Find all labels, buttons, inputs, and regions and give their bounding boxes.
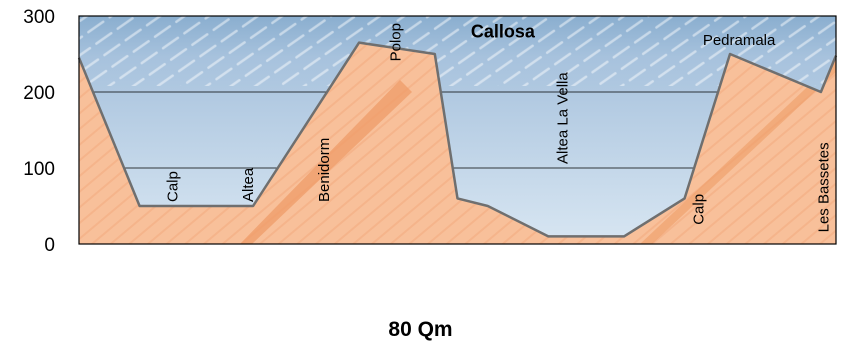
terrain-stripe: [640, 60, 836, 244]
place-label: Calp: [691, 194, 708, 225]
y-axis: 0 100 200 300: [23, 7, 55, 256]
place-label: Polop: [388, 23, 405, 61]
plot-border: [78, 15, 837, 245]
plot-area: [77, 15, 838, 245]
terrain-hatch: [79, 42, 836, 244]
water-hatch: [79, 16, 836, 86]
place-label: Altea La Vella: [554, 72, 571, 164]
place-label: Pedramala: [703, 32, 776, 49]
terrain-stripe: [240, 80, 412, 244]
y-tick-label: 300: [23, 7, 55, 28]
terrain-line: [77, 41, 838, 238]
place-label: Les Bassetes: [815, 142, 832, 232]
x-axis-label: 80 Qm: [388, 318, 453, 341]
y-tick-label: 100: [23, 159, 55, 180]
y-tick-label: 0: [44, 235, 55, 256]
place-label: Altea: [240, 167, 257, 202]
place-label: Calp: [164, 171, 181, 202]
place-label: Benidorm: [316, 138, 333, 202]
place-label: Callosa: [471, 21, 536, 41]
y-tick-label: 200: [23, 83, 55, 104]
